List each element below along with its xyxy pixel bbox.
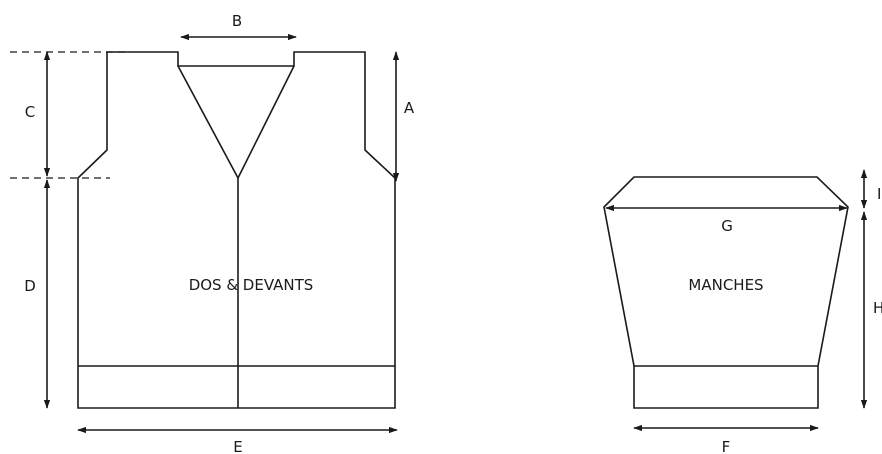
v-neckline [177,65,295,180]
label-e: E [233,438,242,454]
label-c: C [25,103,35,121]
label-b: B [232,12,242,30]
sleeve-outline [603,176,849,409]
sleeve-piece: MANCHES [603,176,849,409]
sleeve-title: MANCHES [688,276,763,294]
body-outline [77,51,396,409]
label-h: H [873,299,882,317]
body-title: DOS & DEVANTS [189,276,314,294]
label-i: I [877,185,881,203]
label-g: G [721,217,733,235]
label-f: F [722,438,731,454]
label-a: A [404,99,415,117]
label-d: D [24,277,36,295]
body-piece: DOS & DEVANTS [77,51,396,409]
